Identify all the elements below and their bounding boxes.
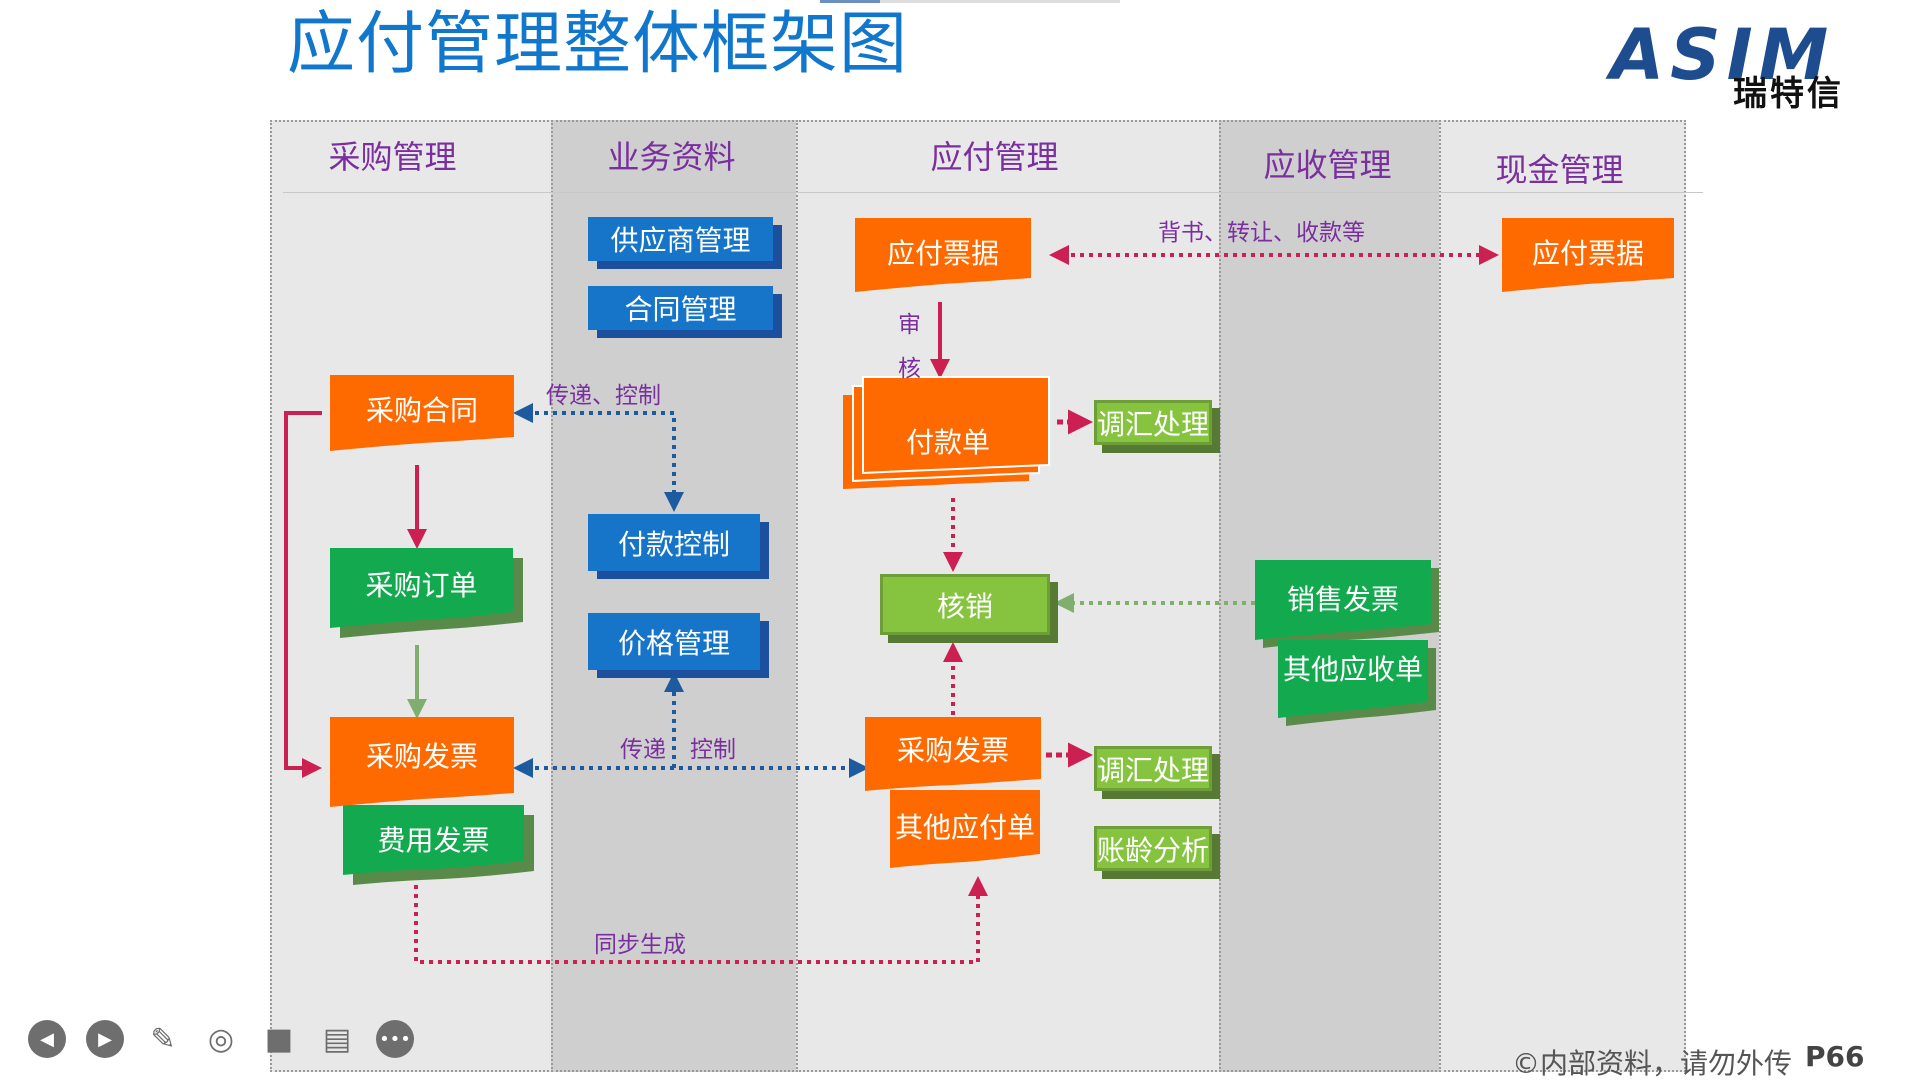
node-purchase-invoice[interactable]: 采购发票	[330, 717, 514, 807]
label-audit-1: 审	[898, 312, 921, 338]
node-purchase-contract-label: 采购合同	[365, 394, 478, 427]
pen-icon[interactable]: ✎	[150, 1021, 176, 1057]
lane-label-receivable: 应收管理	[1263, 146, 1392, 184]
node-fx-adjust-2[interactable]: 调汇处理	[1094, 746, 1212, 791]
edge-contract-invoice-loop	[284, 411, 322, 778]
lane-label-payable: 应付管理	[930, 138, 1059, 176]
doc-shape	[855, 218, 1031, 292]
node-purchase-order[interactable]: 采购订单	[330, 548, 523, 638]
node-other-receivable-label: 其他应收单	[1282, 653, 1423, 686]
node-write-off-label: 核销	[936, 589, 993, 623]
lane-label-cash: 现金管理	[1495, 151, 1624, 189]
node-aging-analysis-label: 账龄分析	[1097, 833, 1210, 867]
doc-shape	[343, 805, 534, 885]
node-price-mgmt[interactable]: 价格管理	[588, 613, 760, 670]
node-write-off[interactable]: 核销	[880, 574, 1050, 635]
node-purchase-contract[interactable]: 采购合同	[330, 375, 514, 451]
node-sales-invoice[interactable]: 销售发票	[1255, 560, 1439, 648]
edge-sync-generate	[414, 876, 988, 964]
node-supplier-mgmt[interactable]: 供应商管理	[588, 217, 773, 261]
node-payment-order[interactable]: 付款单	[843, 376, 1053, 489]
node-fx-adjust-1[interactable]: 调汇处理	[1094, 400, 1212, 445]
node-contract-mgmt-label: 合同管理	[624, 293, 737, 326]
doc-shape	[865, 717, 1041, 791]
node-payable-bill-cash[interactable]: 应付票据	[1502, 218, 1674, 292]
node-price-mgmt-label: 价格管理	[617, 626, 730, 660]
node-expense-invoice-label: 费用发票	[377, 824, 490, 857]
node-payable-bill-ap[interactable]: 应付票据	[855, 218, 1031, 292]
comment-icon[interactable]: ▤	[322, 1021, 352, 1057]
node-payment-control[interactable]: 付款控制	[588, 514, 760, 571]
logo-subtitle: 瑞特信	[1733, 74, 1844, 114]
node-purchase-invoice-label: 采购发票	[365, 740, 478, 773]
footer-notice: ©内部资料，请勿外传	[1512, 1047, 1793, 1080]
node-other-payable-label: 其他应付单	[894, 811, 1035, 844]
page-number: P66	[1805, 1040, 1865, 1073]
node-payment-order-label: 付款单	[905, 426, 990, 459]
top-bar-accent	[820, 0, 880, 3]
asim-logo: ASIM 瑞特信	[1600, 14, 1900, 114]
focus-icon[interactable]: ◎	[207, 1021, 235, 1057]
node-payable-bill-ap-label: 应付票据	[886, 237, 999, 270]
label-transfer-control-2a: 传递	[620, 737, 666, 763]
logo-brand: ASIM	[1610, 14, 1835, 96]
presentation-toolbar: ◀ ▶ ✎ ◎ ■ ▤ •••	[28, 1020, 414, 1064]
label-transfer-control-1: 传递、控制	[546, 383, 661, 409]
node-supplier-mgmt-label: 供应商管理	[610, 224, 751, 257]
label-transfer-control-2b: 控制	[690, 737, 736, 763]
doc-shape	[1278, 640, 1436, 726]
node-other-receivable[interactable]: 其他应收单	[1278, 640, 1436, 726]
label-endorse: 背书、转让、收款等	[1158, 220, 1365, 246]
node-fx-adjust-2-label: 调汇处理	[1097, 753, 1210, 787]
more-icon[interactable]: •••	[376, 1020, 414, 1058]
doc-shape	[890, 790, 1040, 868]
prev-icon[interactable]: ◀	[28, 1020, 66, 1058]
label-audit-2: 核	[898, 356, 921, 382]
play-icon[interactable]: ▶	[86, 1020, 124, 1058]
doc-stack-shape	[843, 376, 1050, 489]
doc-shape	[1502, 218, 1674, 292]
node-aging-analysis[interactable]: 账龄分析	[1094, 826, 1212, 871]
node-payable-bill-cash-label: 应付票据	[1531, 237, 1644, 270]
top-bar	[820, 0, 1120, 3]
node-ap-purchase-invoice[interactable]: 采购发票	[865, 717, 1041, 791]
page-title: 应付管理整体框架图	[287, 5, 909, 84]
doc-shape	[330, 375, 514, 451]
node-ap-purchase-invoice-label: 采购发票	[896, 734, 1009, 767]
doc-shape	[1255, 560, 1439, 648]
label-sync-generate: 同步生成	[594, 932, 686, 958]
node-purchase-order-label: 采购订单	[365, 569, 478, 602]
node-expense-invoice[interactable]: 费用发票	[343, 805, 534, 885]
doc-shape	[330, 717, 514, 807]
node-payment-control-label: 付款控制	[617, 527, 730, 561]
doc-shape	[330, 548, 523, 638]
camera-icon[interactable]: ■	[264, 1021, 294, 1057]
lane-label-business: 业务资料	[607, 138, 736, 176]
node-sales-invoice-label: 销售发票	[1286, 583, 1399, 616]
node-fx-adjust-1-label: 调汇处理	[1097, 407, 1210, 441]
header-divider	[283, 192, 1703, 193]
node-other-payable[interactable]: 其他应付单	[890, 790, 1040, 868]
node-contract-mgmt[interactable]: 合同管理	[588, 286, 773, 330]
edge-contract-paycontrol	[513, 403, 684, 512]
lane-label-purchase: 采购管理	[328, 138, 457, 176]
